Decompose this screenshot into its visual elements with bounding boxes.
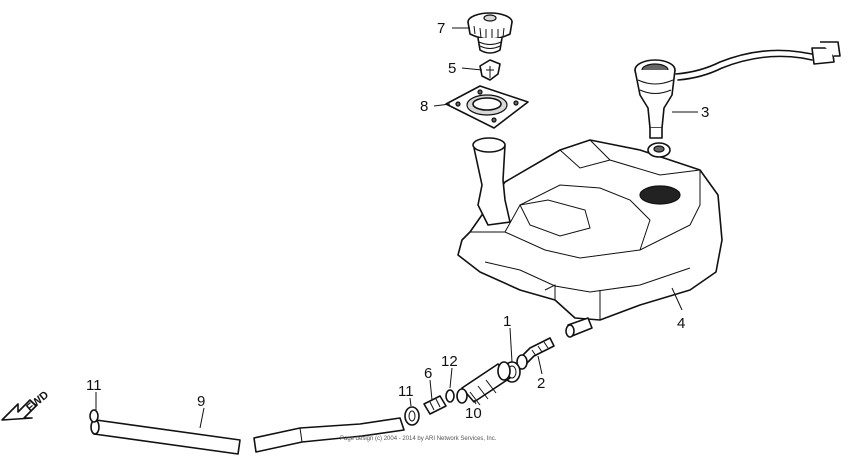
fwd-label: FWD xyxy=(24,389,51,414)
callout-8: 8 xyxy=(420,98,428,115)
callout-4: 4 xyxy=(677,315,685,332)
fuel-tube[interactable] xyxy=(90,417,405,455)
forward-arrow-icon xyxy=(1,399,37,421)
callout-12: 12 xyxy=(441,353,458,370)
callout-5: 5 xyxy=(448,60,456,77)
hose-clip-right[interactable] xyxy=(404,406,420,426)
callout-3: 3 xyxy=(701,104,709,121)
fuel-cap[interactable] xyxy=(467,12,513,54)
o-ring[interactable] xyxy=(445,389,455,403)
callout-9: 9 xyxy=(197,393,205,410)
filler-gasket-plate[interactable] xyxy=(445,85,529,129)
leader-lines xyxy=(95,27,698,429)
tank-joint[interactable] xyxy=(516,337,555,370)
callout-6: 6 xyxy=(424,365,432,382)
hose-clip-left[interactable] xyxy=(89,409,99,423)
callout-7: 7 xyxy=(437,20,445,37)
fuel-cock[interactable] xyxy=(456,361,511,406)
fuel-fitting[interactable] xyxy=(423,395,447,415)
copyright-notice: Page design (c) 2004 - 2014 by ARI Netwo… xyxy=(340,436,497,442)
fuel-tank[interactable] xyxy=(457,137,723,338)
callout-11-right: 11 xyxy=(398,383,414,400)
fuel-gauge-sender[interactable] xyxy=(634,41,841,158)
callout-1: 1 xyxy=(503,313,511,330)
callout-11-left: 11 xyxy=(86,377,102,394)
fuel-strainer[interactable] xyxy=(479,59,501,81)
callout-2: 2 xyxy=(537,375,545,392)
tank-filler-opening xyxy=(639,185,681,205)
callout-10: 10 xyxy=(465,405,482,422)
